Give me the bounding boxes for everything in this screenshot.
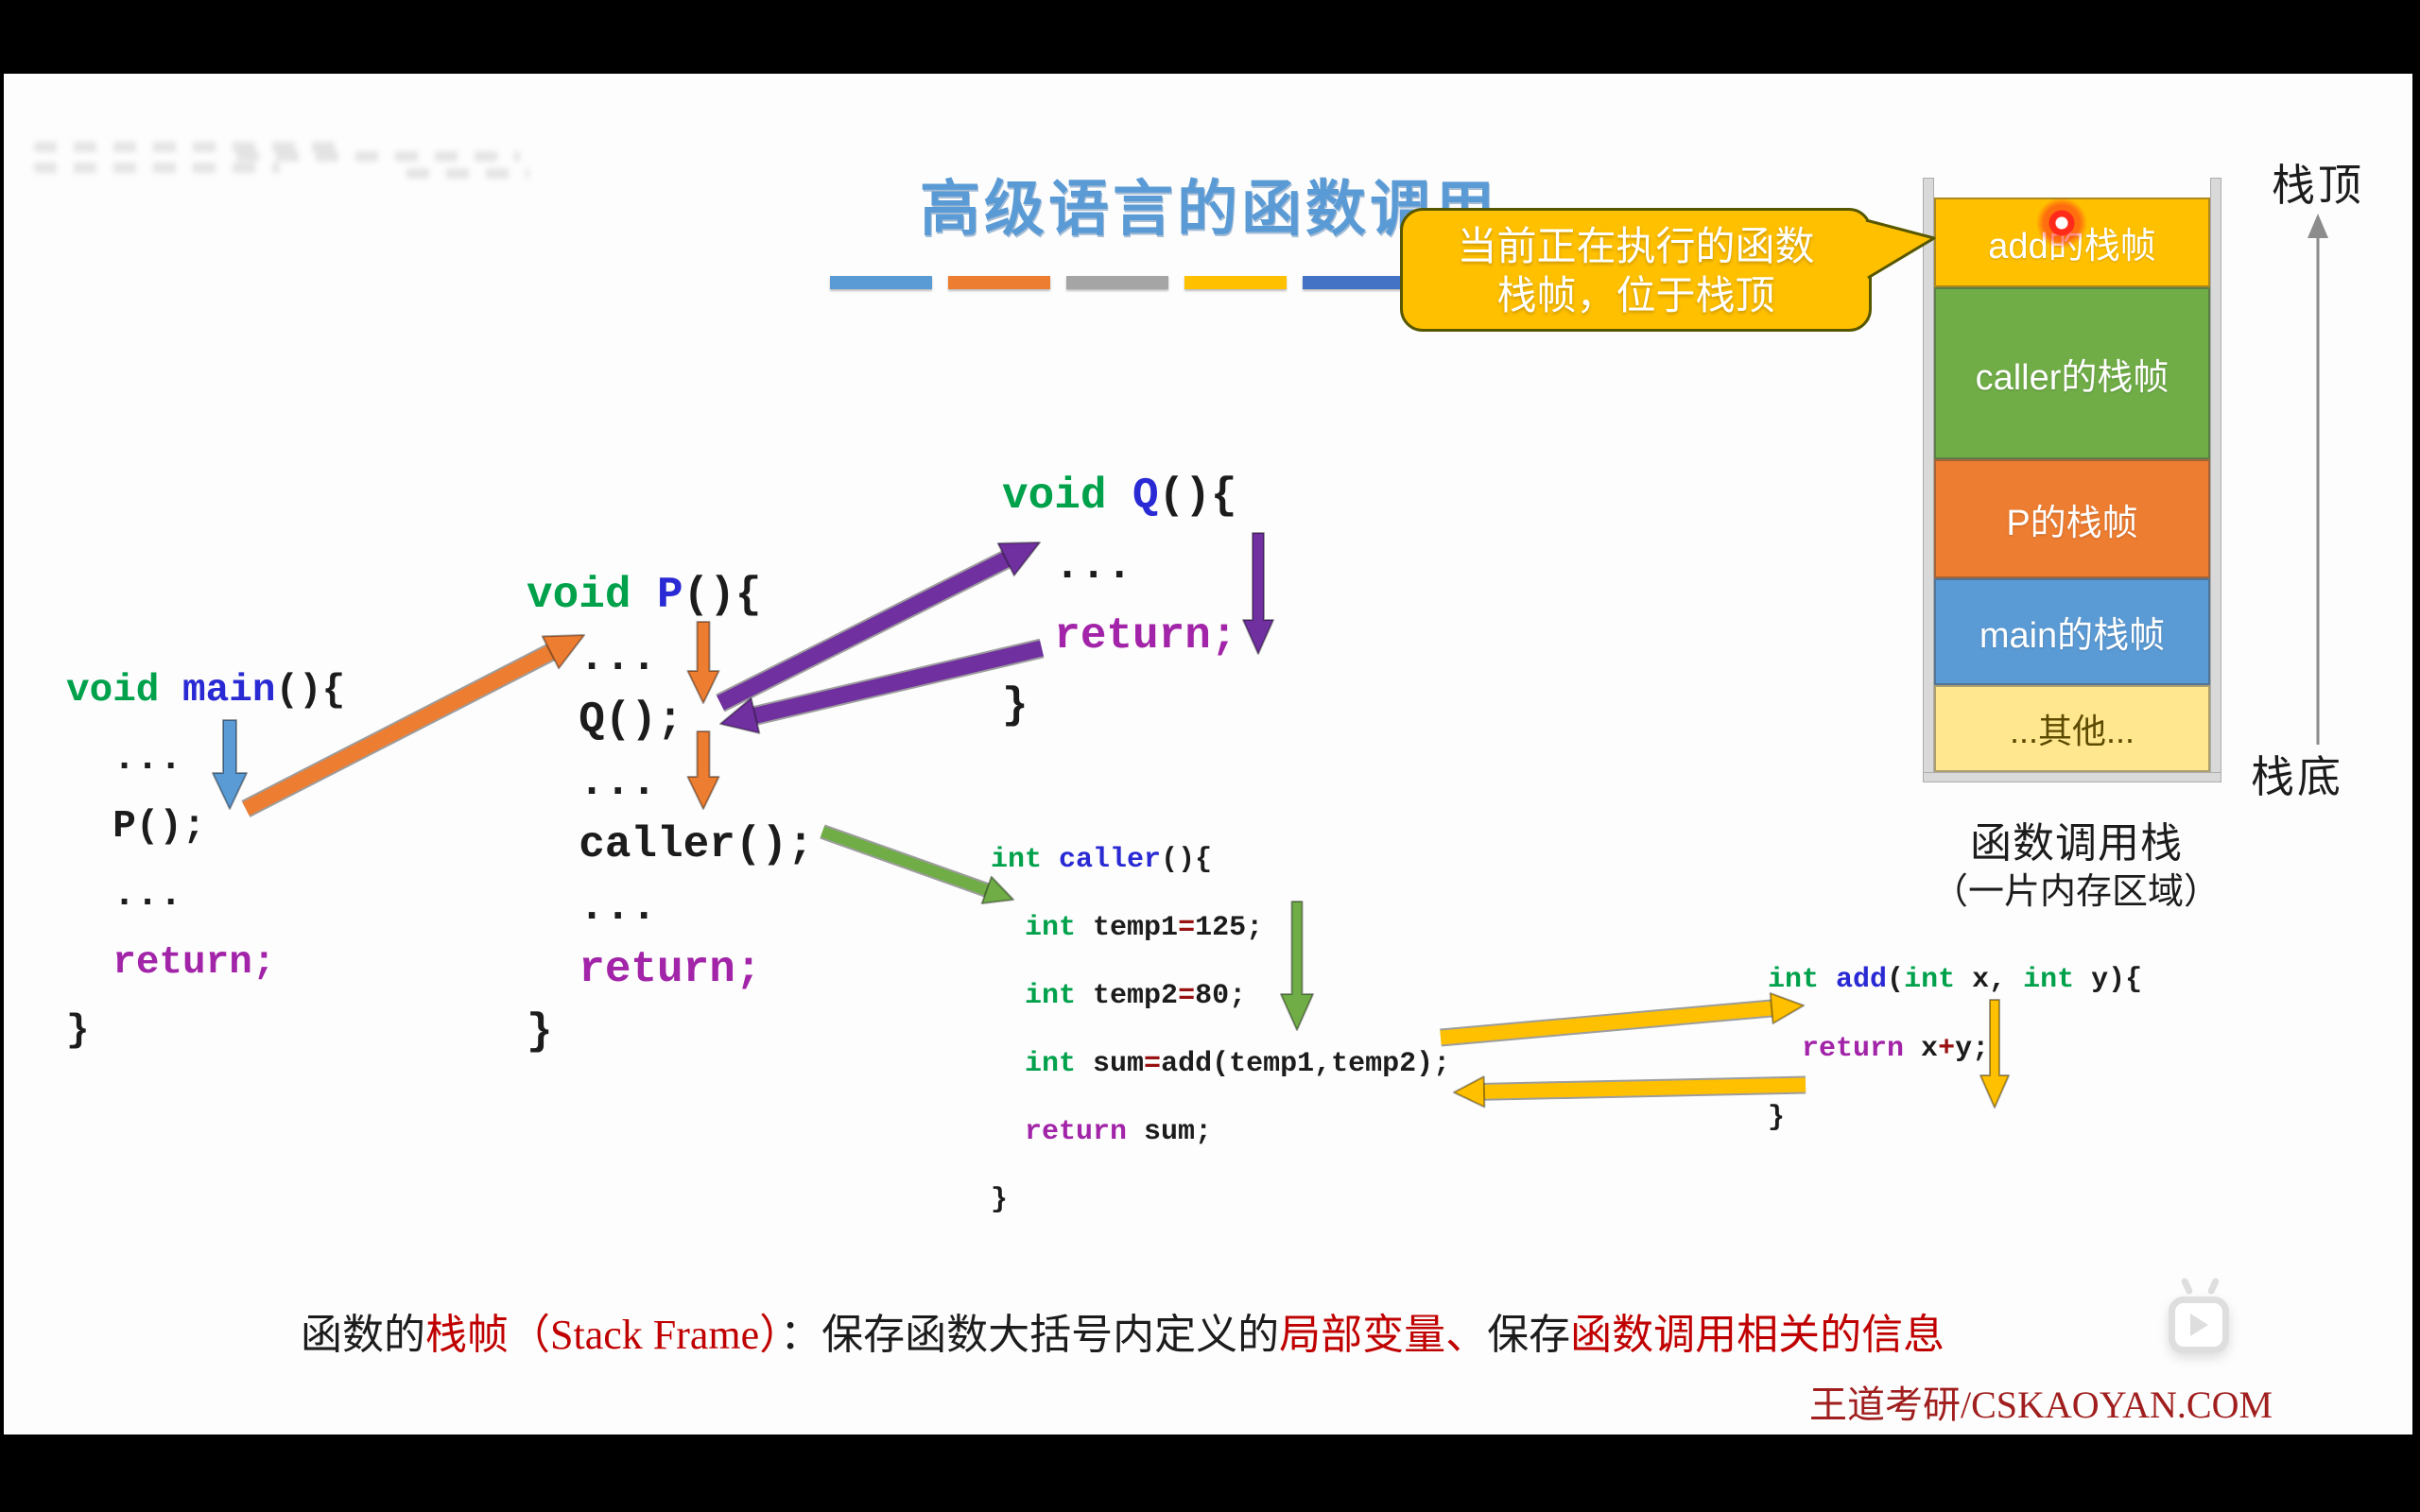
stack-frame-label: main的栈帧 (1979, 616, 2166, 656)
code-line: void Q(){ (1002, 472, 1237, 521)
stack-frame-label: caller的栈帧 (1975, 357, 2169, 398)
divider-bar (830, 276, 932, 289)
code-line: Q(); (527, 696, 683, 745)
code-line: return; (579, 945, 762, 994)
code-line: ... (66, 873, 183, 917)
stack-frame-label: P的栈帧 (2006, 503, 2138, 543)
stack-right-wall (2210, 178, 2221, 782)
code-block-add: int add(int x, int y){ return x+y;} (1768, 946, 2142, 1153)
code-line: return x+y; (1802, 1033, 1990, 1065)
code-block-caller: int caller(){ int temp1=125; int temp2=8… (991, 826, 1450, 1234)
stack-frame-label: ...其他... (2009, 712, 2135, 750)
callout-line2: 栈帧，位于栈顶 (1496, 273, 1775, 318)
code-line: } (1002, 681, 1028, 730)
code-line: } (991, 1184, 1009, 1216)
callout-line1: 当前正在执行的函数 (1457, 224, 1815, 268)
stack-bottom-wall (1923, 772, 2221, 782)
stack-bottom-label: 栈底 (2251, 753, 2343, 801)
code-block-P: void P(){ ... Q(); ... caller(); ... ret… (527, 564, 814, 1063)
divider-bar (1303, 276, 1405, 289)
code-line: int caller(){ (991, 844, 1213, 876)
callout-bubble: 当前正在执行的函数 栈帧，位于栈顶 (1400, 208, 1872, 332)
code-line: caller(); (527, 820, 814, 869)
code-line: return; (112, 941, 276, 985)
ghost-watermark (34, 142, 346, 152)
code-line: ... (527, 883, 658, 932)
footer-segment: 局部变量、 (1279, 1312, 1488, 1358)
ghost-watermark (34, 163, 280, 173)
code-line: int sum=add(temp1,temp2); (1025, 1048, 1451, 1080)
code-block-Q: void Q(){ ... return;} (1002, 461, 1236, 741)
code-line: ... (527, 758, 658, 807)
code-line: } (527, 1007, 553, 1057)
stack-caption-line2: （一片内存区域） (1932, 872, 2221, 912)
code-line: } (1768, 1102, 1786, 1134)
stack-frame-2: P的栈帧 (1934, 459, 2210, 578)
footer-segment: ：保存函数大括号内定义的 (780, 1312, 1280, 1358)
stack-frame-4: ...其他... (1934, 685, 2210, 772)
divider-bar (1184, 276, 1287, 289)
stack-left-wall (1923, 178, 1934, 782)
ghost-watermark (236, 151, 520, 162)
footer-segment: 保存 (1487, 1312, 1571, 1358)
code-line: ... (66, 737, 183, 781)
footer-note: 函数的栈帧（Stack Frame）：保存函数大括号内定义的局部变量、保存函数调… (301, 1300, 1945, 1361)
code-block-main: void main(){ ... P(); ... return;} (66, 657, 345, 1065)
footer-segment: 函数的 (301, 1312, 425, 1358)
code-line: void main(){ (66, 669, 346, 713)
code-line: int add(int x, int y){ (1768, 964, 2143, 996)
stack-top-label: 栈顶 (2272, 162, 2364, 210)
code-line: int temp2=80; (1025, 980, 1247, 1012)
stack-frame-3: main的栈帧 (1934, 578, 2210, 685)
ghost-watermark (406, 168, 529, 179)
footer-segment: 函数调用相关的信息 (1570, 1312, 1945, 1358)
footer-segment: 栈帧（Stack Frame） (425, 1312, 781, 1358)
laser-pointer-dot (2033, 195, 2090, 251)
code-line: ... (527, 633, 658, 682)
code-line: int temp1=125; (1025, 912, 1264, 944)
page-title: 高级语言的函数调用 (920, 176, 1498, 243)
code-line: return; (1054, 611, 1237, 661)
play-triangle-icon (2190, 1314, 2208, 1336)
divider-bar (948, 276, 1050, 289)
code-line: P(); (66, 805, 206, 849)
code-line: void P(){ (527, 571, 762, 620)
stack-frame-1: caller的栈帧 (1934, 287, 2210, 459)
play-icon[interactable] (2169, 1297, 2229, 1353)
site-watermark: 王道考研/CSKAOYAN.COM (1809, 1383, 2273, 1426)
code-line: } (66, 1009, 90, 1053)
code-line: return sum; (1025, 1116, 1213, 1148)
code-line: ... (1002, 541, 1133, 591)
divider-bar (1066, 276, 1168, 289)
stack-caption-line1: 函数调用栈 (1970, 820, 2183, 867)
